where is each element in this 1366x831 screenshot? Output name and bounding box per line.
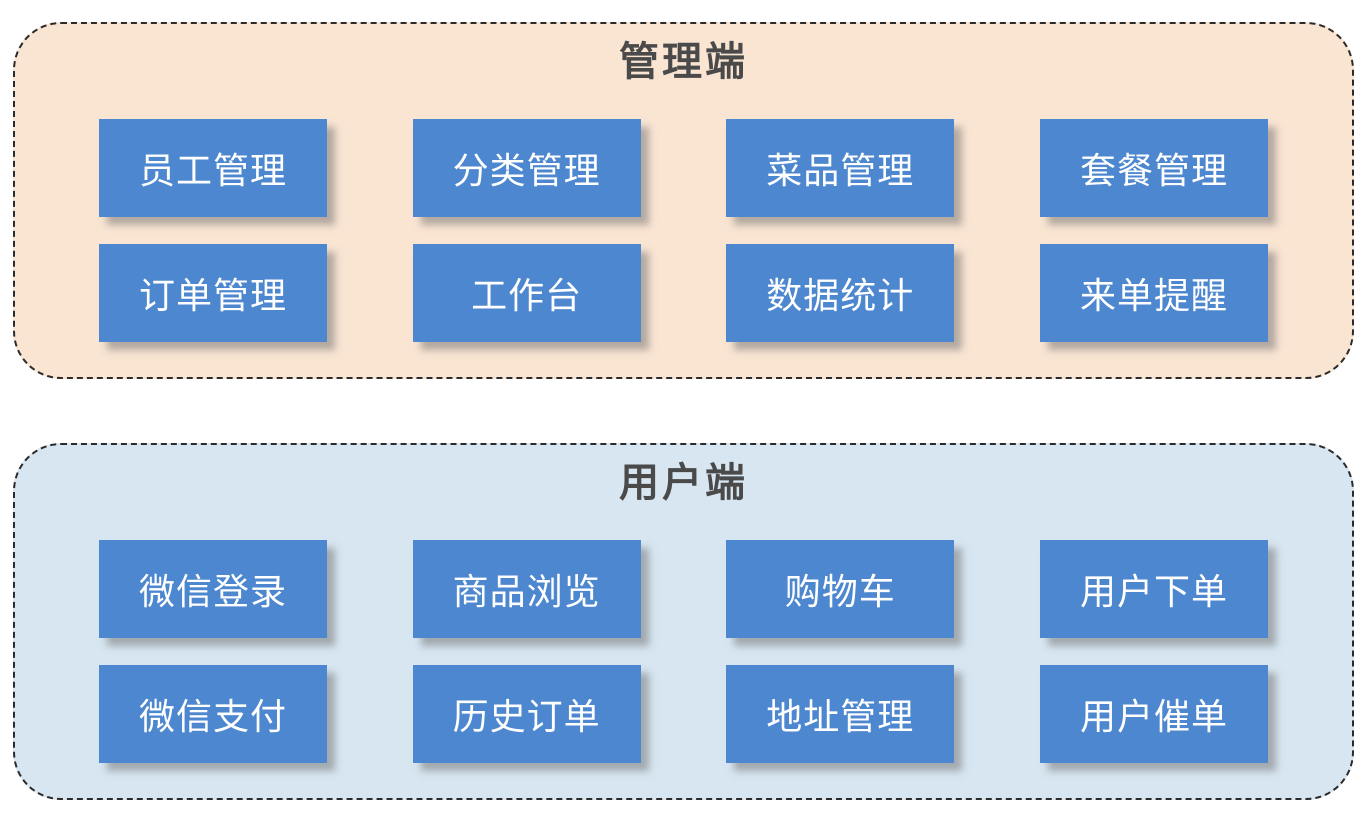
admin-module-grid: 员工管理 分类管理 菜品管理 套餐管理 订单管理 工作台 数据统计 来单提醒 bbox=[15, 119, 1352, 342]
module-box-data-statistics: 数据统计 bbox=[726, 244, 955, 342]
module-box-shopping-cart: 购物车 bbox=[726, 540, 955, 638]
user-section: 用户端 微信登录 商品浏览 购物车 用户下单 微信支付 历史订单 地址管理 用户… bbox=[13, 443, 1354, 800]
module-box-order-history: 历史订单 bbox=[412, 665, 641, 763]
module-box-user-place-order: 用户下单 bbox=[1039, 540, 1268, 638]
module-box-product-browsing: 商品浏览 bbox=[412, 540, 641, 638]
module-box-wechat-payment: 微信支付 bbox=[99, 665, 327, 763]
module-box-category-management: 分类管理 bbox=[412, 119, 641, 217]
module-box-user-urge-order: 用户催单 bbox=[1039, 665, 1268, 763]
module-box-address-management: 地址管理 bbox=[726, 665, 955, 763]
module-box-workbench: 工作台 bbox=[412, 244, 641, 342]
user-section-title: 用户端 bbox=[619, 460, 748, 506]
module-box-order-management: 订单管理 bbox=[99, 244, 327, 342]
module-box-wechat-login: 微信登录 bbox=[99, 540, 327, 638]
module-box-dish-management: 菜品管理 bbox=[726, 119, 955, 217]
module-box-incoming-order-reminder: 来单提醒 bbox=[1039, 244, 1268, 342]
admin-section: 管理端 员工管理 分类管理 菜品管理 套餐管理 订单管理 工作台 数据统计 来单… bbox=[13, 22, 1354, 379]
module-box-employee-management: 员工管理 bbox=[99, 119, 327, 217]
admin-section-title: 管理端 bbox=[619, 39, 748, 85]
module-box-combo-management: 套餐管理 bbox=[1039, 119, 1268, 217]
user-module-grid: 微信登录 商品浏览 购物车 用户下单 微信支付 历史订单 地址管理 用户催单 bbox=[15, 540, 1352, 763]
